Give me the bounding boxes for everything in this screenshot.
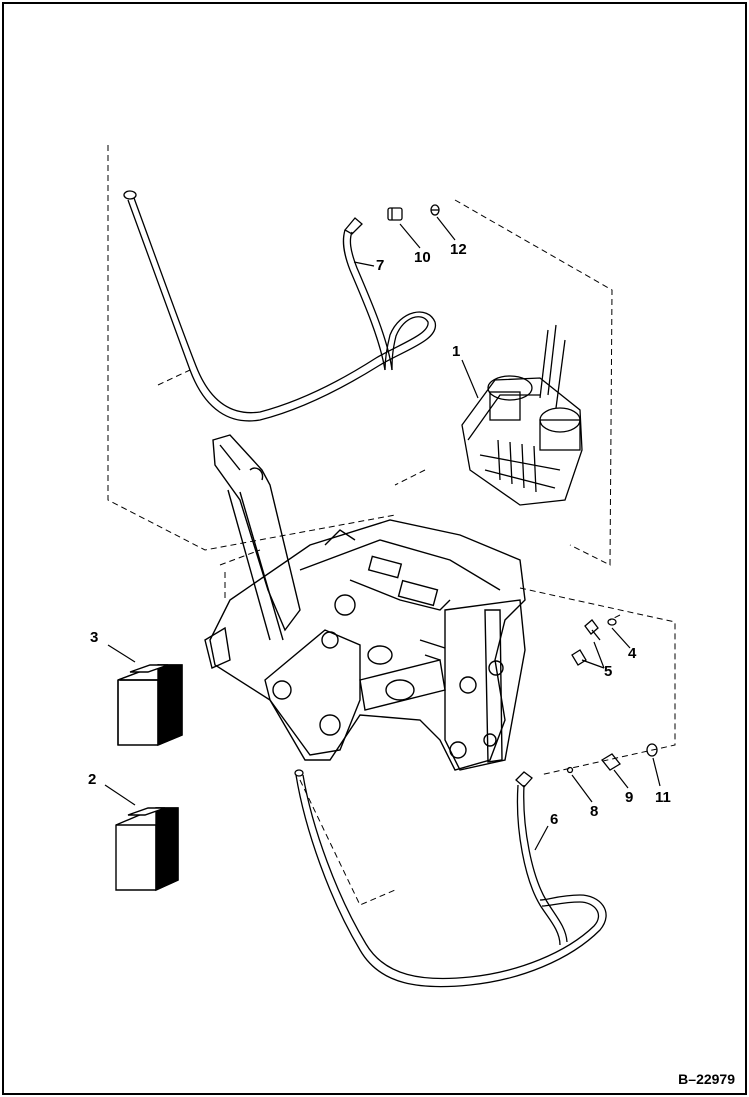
loader-frame xyxy=(204,434,526,771)
upper-assembly-outline xyxy=(107,145,613,566)
leader-lines xyxy=(104,216,661,851)
hose-upper-long xyxy=(123,190,436,422)
callout-3: 3 xyxy=(90,629,99,646)
callout-11: 11 xyxy=(655,789,671,806)
hose-lower-left xyxy=(294,769,607,988)
callout-9: 9 xyxy=(625,789,634,806)
callout-4: 4 xyxy=(628,645,637,662)
callout-6: 6 xyxy=(550,811,559,828)
decal-2 xyxy=(115,807,179,892)
hose-lower-right xyxy=(515,771,568,946)
callout-10: 10 xyxy=(414,249,431,266)
control-valve xyxy=(461,324,583,506)
callout-8: 8 xyxy=(590,803,599,820)
callout-7: 7 xyxy=(376,257,385,274)
callout-1: 1 xyxy=(452,343,461,360)
fittings-4-5 xyxy=(571,618,617,666)
callout-5: 5 xyxy=(604,663,613,680)
figure-id: B–22979 xyxy=(678,1071,735,1087)
fittings-8-9-11 xyxy=(566,743,658,774)
callout-12: 12 xyxy=(450,241,467,258)
lower-assembly-outline xyxy=(219,549,676,906)
fittings-10-12 xyxy=(387,204,440,221)
callout-2: 2 xyxy=(88,771,97,788)
decal-3 xyxy=(117,663,183,747)
